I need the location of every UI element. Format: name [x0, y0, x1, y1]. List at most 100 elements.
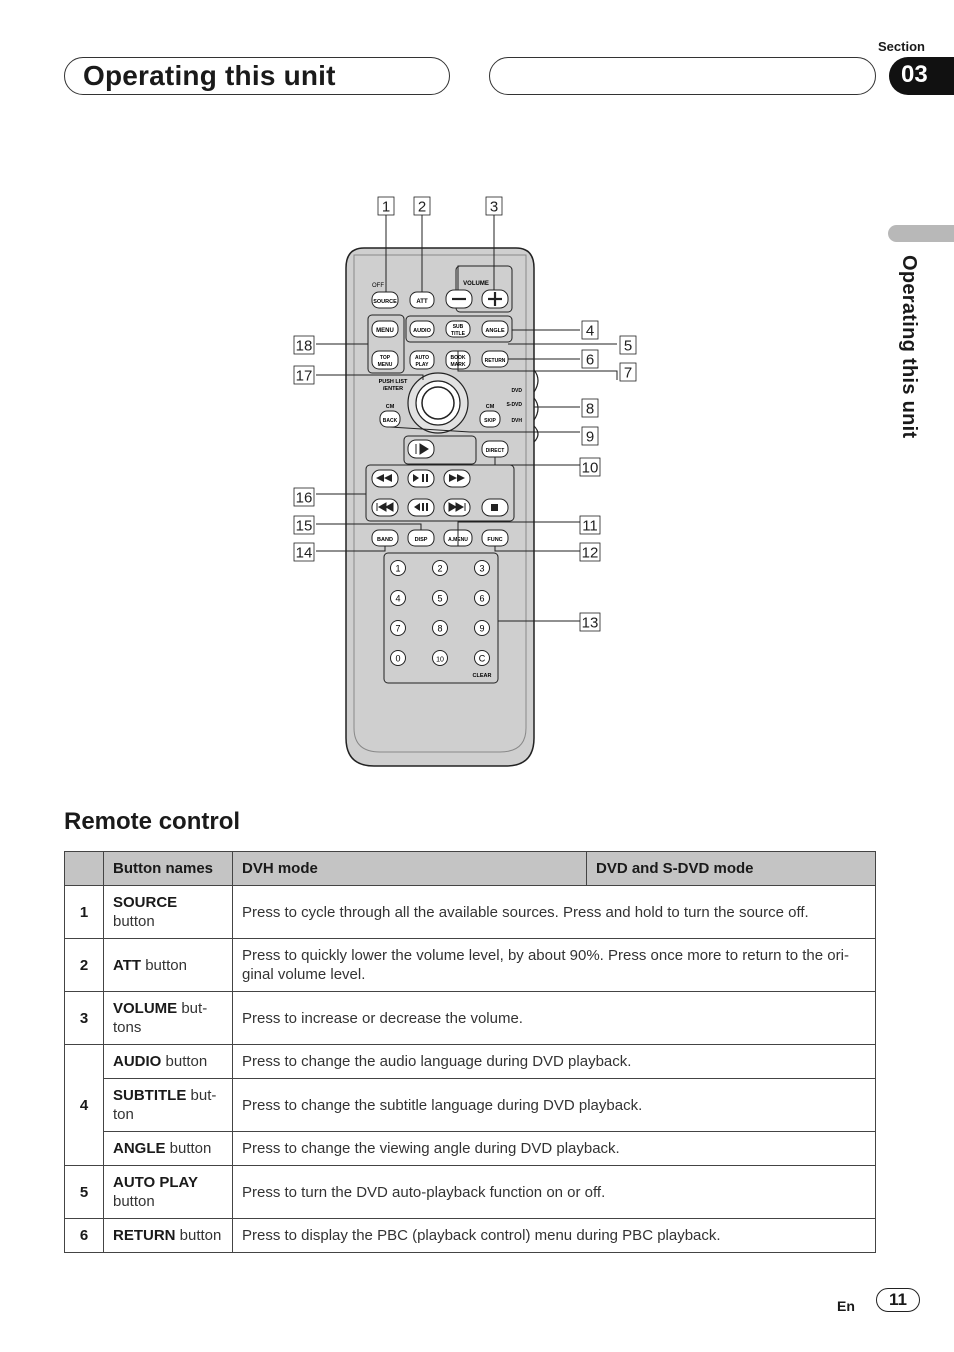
keypad-key-label: C — [479, 654, 486, 664]
button-name: AUTO PLAY — [113, 1174, 199, 1191]
button-name-cell: VOLUME but- tons — [103, 991, 233, 1045]
remote-control-illustration: OFF SOURCE ATT VOLUME MENU AUDIO SUB TIT… — [293, 196, 637, 767]
dvh-mode-label: DVH — [511, 418, 522, 424]
keypad-key — [432, 650, 448, 666]
keypad-key-label: 10 — [436, 657, 444, 664]
callout-label: 7 — [624, 365, 632, 382]
callout-box — [377, 196, 395, 216]
callout-label: 17 — [296, 368, 313, 385]
callout-box — [293, 365, 315, 385]
callout-label: 10 — [582, 460, 599, 477]
description-cell: Press to display the PBC (playback contr… — [232, 1218, 876, 1253]
description-cell: Press to change the subtitle language du… — [232, 1078, 876, 1132]
keypad-key — [390, 560, 406, 576]
col-header-dvd-mode: DVD and S-DVD mode — [586, 851, 876, 886]
callout-label: 6 — [586, 352, 594, 369]
keypad-key — [390, 620, 406, 636]
keypad-key-label: 0 — [395, 654, 400, 664]
description-cell: Press to change the viewing angle during… — [232, 1131, 876, 1166]
volume-label: VOLUME — [463, 281, 489, 287]
func-key: FUNC — [487, 537, 502, 543]
row-number: 3 — [64, 991, 104, 1045]
side-tab-bar — [888, 225, 954, 242]
band-key: BAND — [377, 537, 393, 543]
keypad-key-label: 4 — [395, 594, 400, 604]
top-menu-key-line1: TOP — [380, 355, 391, 361]
keypad-key — [474, 620, 490, 636]
col-header-button-names: Button names — [103, 851, 233, 886]
button-name: ATT — [113, 956, 142, 974]
page-title: Operating this unit — [83, 60, 336, 91]
remote-control-table: Button names DVH mode DVD and S-DVD mode… — [64, 851, 876, 1253]
keypad-key — [432, 560, 448, 576]
button-name-suffix: button — [175, 1227, 222, 1244]
source-key: SOURCE — [373, 299, 397, 305]
button-name-cell: RETURN button — [103, 1218, 233, 1253]
keypad-key-label: 5 — [437, 594, 442, 604]
button-name-suffix: button — [141, 956, 187, 974]
off-label: OFF — [372, 283, 384, 289]
callout-box — [581, 426, 599, 446]
s-dvd-mode-label: S-DVD — [506, 402, 522, 408]
auto-play-key-line2: PLAY — [416, 362, 430, 368]
cm-left-label: CM — [386, 404, 395, 410]
menu-key: MENU — [376, 328, 394, 334]
keypad-key — [474, 650, 490, 666]
keypad-key-label: 2 — [437, 564, 442, 574]
callout-label: 14 — [296, 545, 313, 562]
callout-label: 15 — [296, 518, 313, 535]
keypad-key — [432, 590, 448, 606]
button-name-suffix: button — [113, 913, 155, 930]
table-header-row: Button names DVH mode DVD and S-DVD mode — [64, 851, 876, 886]
keypad-key — [474, 590, 490, 606]
callout-label: 18 — [296, 338, 313, 355]
button-name-suffix: but- tons — [113, 1000, 208, 1036]
callout-box — [293, 515, 315, 535]
description-cell: Press to increase or decrease the volume… — [232, 991, 876, 1045]
callout-label: 2 — [418, 199, 426, 216]
description-cell: Press to change the audio language durin… — [232, 1044, 876, 1079]
disp-key: DISP — [415, 537, 428, 543]
button-name-cell: ATT button — [103, 938, 233, 992]
cm-right-label: CM — [486, 404, 495, 410]
subtitle-key-line1: SUB — [453, 324, 464, 330]
button-name-cell: ANGLE button — [103, 1131, 233, 1166]
clear-label: CLEAR — [473, 673, 492, 679]
callout-box — [581, 349, 599, 369]
button-name: VOLUME — [113, 1000, 178, 1017]
audio-key: AUDIO — [413, 328, 431, 334]
button-name-cell: AUTO PLAY button — [103, 1165, 233, 1219]
button-name-cell: AUDIO button — [103, 1044, 233, 1079]
push-list-label-line2: /ENTER — [383, 386, 403, 392]
button-name-cell: SUBTITLE but- ton — [103, 1078, 233, 1132]
row-number: 1 — [64, 885, 104, 939]
section-label: Section — [878, 39, 925, 54]
description-cell: Press to turn the DVD auto-playback func… — [232, 1165, 876, 1219]
callout-label: 5 — [624, 338, 632, 355]
button-name-suffix: button — [161, 1053, 208, 1070]
button-name-cell: SOURCE button — [103, 885, 233, 939]
callout-label: 4 — [586, 323, 594, 340]
language-label: En — [837, 1298, 855, 1314]
callout-box — [581, 398, 599, 418]
button-name-suffix: button — [113, 1193, 155, 1210]
callout-label: 13 — [582, 615, 599, 632]
keypad-key-label: 9 — [479, 624, 484, 634]
button-name-suffix: button — [165, 1140, 212, 1157]
callout-box — [619, 335, 637, 355]
return-key: RETURN — [485, 358, 506, 364]
section-number-badge: 03 — [889, 57, 954, 95]
button-name: SUBTITLE — [113, 1087, 187, 1104]
remote-body — [345, 247, 535, 767]
button-name: ANGLE — [113, 1140, 166, 1157]
description-cell: Press to cycle through all the available… — [232, 885, 876, 939]
subtitle-key-line2: TITLE — [451, 331, 466, 337]
callout-box — [579, 612, 601, 632]
header-title-box: Operating this unit — [64, 57, 450, 95]
callout-label: 1 — [382, 199, 390, 216]
callout-box — [579, 515, 601, 535]
